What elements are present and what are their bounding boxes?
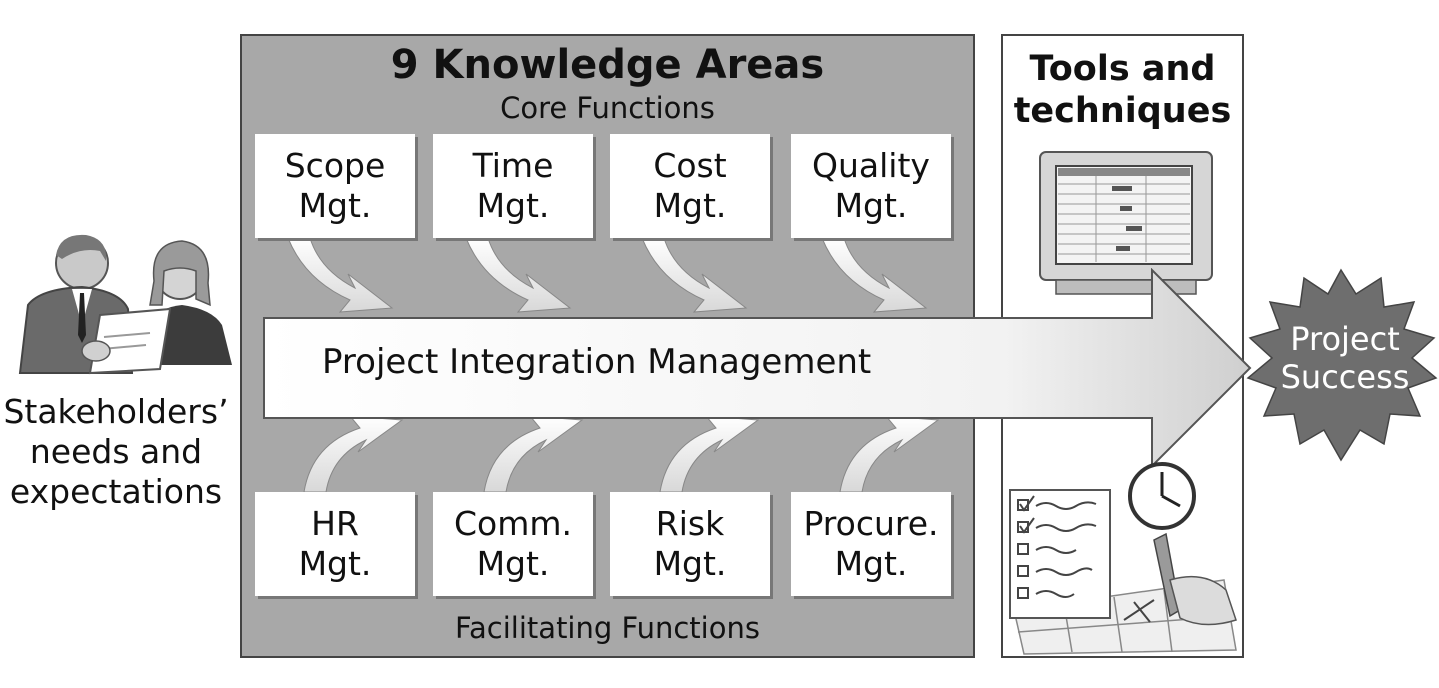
tools-title: Tools and techniques xyxy=(1013,49,1232,131)
integration-arrow xyxy=(263,268,1252,469)
project-success-label: Project Success xyxy=(1280,320,1410,396)
facilitating-functions-label: Facilitating Functions xyxy=(455,611,760,645)
starburst-icon xyxy=(1246,268,1438,462)
stakeholders-icon xyxy=(18,234,232,375)
quality-mgt-box: Quality Mgt. xyxy=(791,134,951,238)
time-mgt-box: Time Mgt. xyxy=(433,134,593,238)
core-functions-label: Core Functions xyxy=(500,91,715,125)
cost-mgt-box: Cost Mgt. xyxy=(610,134,770,238)
hr-mgt-box: HR Mgt. xyxy=(255,492,415,596)
checklist-clock-icon xyxy=(1009,462,1237,655)
risk-mgt-box: Risk Mgt. xyxy=(610,492,770,596)
integration-label: Project Integration Management xyxy=(322,342,872,382)
scope-mgt-box: Scope Mgt. xyxy=(255,134,415,238)
comm-mgt-box: Comm. Mgt. xyxy=(433,492,593,596)
computer-monitor-icon xyxy=(1039,151,1213,295)
procure-mgt-box: Procure. Mgt. xyxy=(791,492,951,596)
knowledge-areas-title: 9 Knowledge Areas xyxy=(390,42,825,88)
flow-arrows xyxy=(287,237,940,493)
stakeholders-caption: Stakeholders’ needs and expectations xyxy=(3,392,229,511)
